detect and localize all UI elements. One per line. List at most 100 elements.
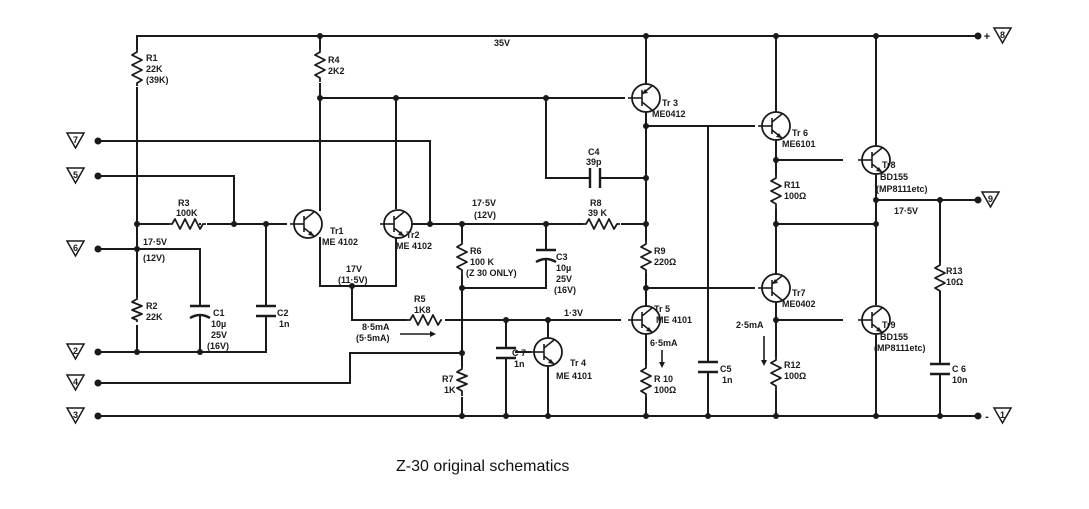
label-tr7: Tr7 ME0402 <box>782 288 816 309</box>
svg-text:C1: C1 <box>213 308 225 318</box>
terminal-4: 4 <box>65 374 86 392</box>
svg-text:C2: C2 <box>277 308 289 318</box>
svg-text:1n: 1n <box>722 375 733 385</box>
svg-text:22K: 22K <box>146 312 163 322</box>
svg-text:ME 4102: ME 4102 <box>396 241 432 251</box>
svg-text:(Z 30 ONLY): (Z 30 ONLY) <box>466 268 517 278</box>
svg-text:R5: R5 <box>414 294 426 304</box>
terminal-3: 3 <box>65 407 86 425</box>
svg-text:100K: 100K <box>176 208 198 218</box>
resistor-r9 <box>640 240 652 274</box>
transistor-tr7 <box>757 273 791 303</box>
label-r1: R1 22K (39K) <box>146 53 169 85</box>
capacitor-c1 <box>189 304 211 320</box>
svg-text:R 10: R 10 <box>654 374 673 384</box>
transistor-tr4 <box>529 337 563 367</box>
svg-text:Tr9: Tr9 <box>882 320 896 330</box>
svg-text:R3: R3 <box>178 198 190 208</box>
resistors <box>131 48 946 398</box>
svg-text:Tr2: Tr2 <box>406 230 420 240</box>
transistor-tr6 <box>757 111 791 141</box>
svg-text:9: 9 <box>988 194 993 204</box>
svg-text:8: 8 <box>1000 30 1005 40</box>
capacitors <box>189 168 950 376</box>
label-c2: C2 1n <box>277 308 290 329</box>
svg-text:(MP8111etc): (MP8111etc) <box>874 343 926 353</box>
svg-text:R4: R4 <box>328 55 340 65</box>
svg-text:3: 3 <box>73 410 78 420</box>
label-tr3: Tr 3 ME0412 <box>652 98 686 119</box>
label-c3: C3 10µ 25V (16V) <box>554 252 576 295</box>
resistor-r4 <box>314 48 326 82</box>
svg-text:100Ω: 100Ω <box>654 385 676 395</box>
label-r9: R9 220Ω <box>654 246 676 267</box>
annotation-v-emit: 17V (11·5V) <box>338 264 368 285</box>
svg-text:C 7: C 7 <box>512 348 526 358</box>
svg-text:100 K: 100 K <box>470 257 495 267</box>
svg-text:(16V): (16V) <box>207 341 229 351</box>
label-r6: R6 100 K (Z 30 ONLY) <box>466 246 517 278</box>
label-c6: C 6 10n <box>952 364 968 385</box>
svg-text:2: 2 <box>73 346 78 356</box>
svg-text:1n: 1n <box>514 359 525 369</box>
svg-text:22K: 22K <box>146 64 163 74</box>
svg-text:C5: C5 <box>720 364 732 374</box>
label-r13: R13 10Ω <box>946 266 963 287</box>
svg-text:1: 1 <box>1000 410 1005 420</box>
svg-text:1K: 1K <box>444 385 456 395</box>
svg-text:ME 4102: ME 4102 <box>322 237 358 247</box>
label-r11: R11 100Ω <box>784 180 806 201</box>
svg-text:Tr8: Tr8 <box>882 160 896 170</box>
svg-text:ME0402: ME0402 <box>782 299 816 309</box>
svg-text:Tr 5: Tr 5 <box>654 304 670 314</box>
current-arrows <box>400 331 767 368</box>
svg-text:R8: R8 <box>590 198 602 208</box>
capacitor-c7 <box>496 346 516 360</box>
label-r8: R8 39 K <box>588 198 608 218</box>
svg-text:BD155: BD155 <box>880 332 908 342</box>
label-r2: R2 22K <box>146 301 163 322</box>
svg-text:R9: R9 <box>654 246 666 256</box>
terminal-8: + 8 <box>984 27 1013 45</box>
resistor-r7 <box>456 366 468 396</box>
svg-text:1·3V: 1·3V <box>564 308 583 318</box>
svg-text:ME0412: ME0412 <box>652 109 686 119</box>
supply-voltage-label: 35V <box>494 38 510 48</box>
label-tr9: Tr9 BD155 (MP8111etc) <box>874 320 926 353</box>
svg-text:25V: 25V <box>556 274 572 284</box>
label-tr8: Tr8 BD155 (MP8111etc) <box>876 160 928 194</box>
label-r7: R7 1K <box>442 374 456 395</box>
annotation-v-mid: 17·5V (12V) <box>472 198 496 220</box>
svg-text:C3: C3 <box>556 252 568 262</box>
label-r4: R4 2K2 <box>328 55 345 76</box>
svg-text:6: 6 <box>73 243 78 253</box>
svg-text:(39K): (39K) <box>146 75 169 85</box>
svg-text:R11: R11 <box>784 180 800 190</box>
svg-text:39p: 39p <box>586 157 602 167</box>
capacitor-c6 <box>930 362 950 376</box>
svg-text:100Ω: 100Ω <box>784 191 806 201</box>
svg-text:(MP8111etc): (MP8111etc) <box>876 184 928 194</box>
resistor-r8 <box>582 218 620 230</box>
svg-text:4: 4 <box>73 377 78 387</box>
svg-text:17·5V: 17·5V <box>472 198 496 208</box>
svg-text:1K8: 1K8 <box>414 305 431 315</box>
resistor-r2 <box>131 296 143 322</box>
capacitor-c3 <box>535 248 557 264</box>
capacitor-c5 <box>698 360 718 374</box>
svg-text:10Ω: 10Ω <box>946 277 963 287</box>
label-c1: C1 10µ 25V (16V) <box>207 308 229 351</box>
svg-text:Tr 4: Tr 4 <box>570 358 586 368</box>
annotation-v-13: 1·3V <box>564 308 583 318</box>
svg-text:(16V): (16V) <box>554 285 576 295</box>
svg-text:25V: 25V <box>211 330 227 340</box>
transistor-tr1 <box>289 209 323 239</box>
svg-text:ME 4101: ME 4101 <box>556 371 592 381</box>
junction-dots <box>94 32 982 420</box>
svg-text:10n: 10n <box>952 375 968 385</box>
svg-text:(12V): (12V) <box>143 253 165 263</box>
svg-text:+: + <box>984 31 990 43</box>
svg-text:C 6: C 6 <box>952 364 966 374</box>
svg-text:1n: 1n <box>279 319 290 329</box>
